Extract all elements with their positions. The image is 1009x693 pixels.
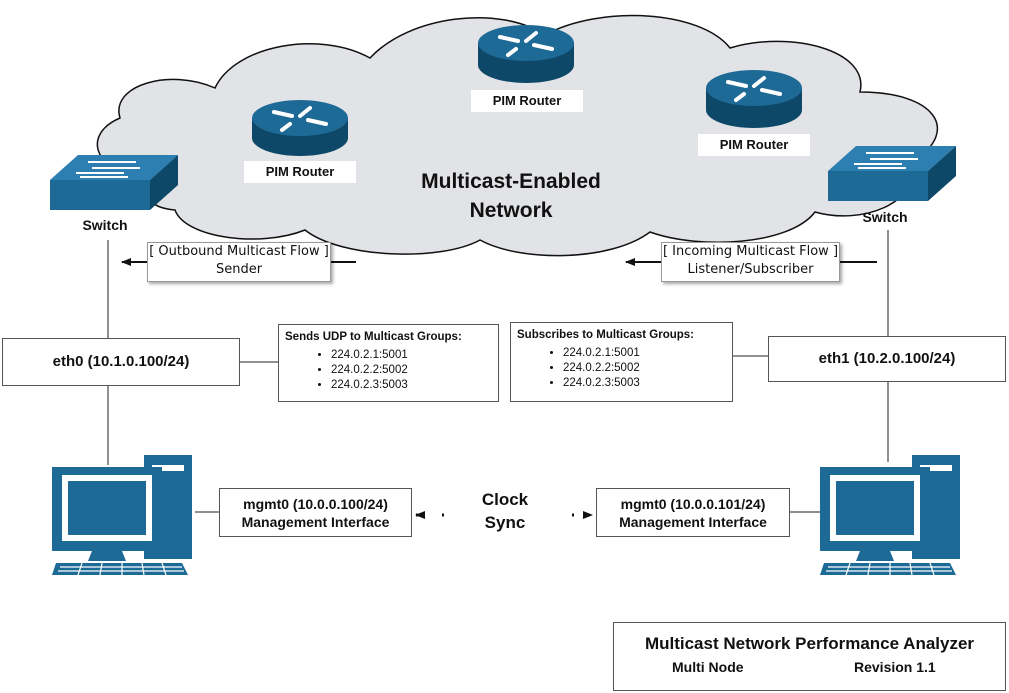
router-label: PIM Router xyxy=(471,90,583,112)
list-item: 224.0.2.1:5001 xyxy=(563,346,726,361)
title-block: Multicast Network Performance Analyzer M… xyxy=(613,622,1006,691)
router-icon xyxy=(252,100,348,156)
subscriber-groups-title: Subscribes to Multicast Groups: xyxy=(517,329,694,341)
diagram-subtitle-left: Multi Node xyxy=(672,659,744,675)
list-item: 224.0.2.3:5003 xyxy=(563,376,726,391)
computer-icon xyxy=(820,455,960,576)
diagram-title: Multicast Network Performance Analyzer xyxy=(644,634,975,653)
outbound-flow-label: [ Outbound Multicast Flow ] Sender xyxy=(147,242,331,282)
router-icon xyxy=(478,25,574,83)
outbound-flow-role: Sender xyxy=(215,262,263,277)
incoming-flow-title: [ Incoming Multicast Flow ] xyxy=(662,244,839,259)
eth0-interface-box: eth0 (10.1.0.100/24) xyxy=(2,338,240,386)
cloud-title-line2: Network xyxy=(469,199,553,222)
switch-icon xyxy=(828,146,956,201)
sender-groups-box: Sends UDP to Multicast Groups: 224.0.2.1… xyxy=(278,324,499,402)
left-switch-label: Switch xyxy=(82,217,128,233)
incoming-flow-label: [ Incoming Multicast Flow ] Listener/Sub… xyxy=(661,242,840,282)
list-item: 224.0.2.3:5003 xyxy=(331,378,492,393)
list-item: 224.0.2.2:5002 xyxy=(331,363,492,378)
eth1-interface-box: eth1 (10.2.0.100/24) xyxy=(768,336,1006,382)
router-label: PIM Router xyxy=(698,134,810,156)
right-switch-label: Switch xyxy=(862,209,908,225)
left-mgmt-description: Management Interface xyxy=(241,514,390,530)
sender-groups-title: Sends UDP to Multicast Groups: xyxy=(285,331,462,343)
outbound-flow-title: [ Outbound Multicast Flow ] xyxy=(149,244,329,259)
router-icon xyxy=(706,70,802,128)
router-label: PIM Router xyxy=(244,161,356,183)
sender-groups-list: 224.0.2.1:5001 224.0.2.2:5002 224.0.2.3:… xyxy=(285,348,492,393)
computer-icon xyxy=(52,455,192,576)
cloud-title-line1: Multicast-Enabled xyxy=(421,170,601,193)
left-mgmt-address: mgmt0 (10.0.0.100/24) xyxy=(243,496,388,512)
right-mgmt-description: Management Interface xyxy=(619,514,767,530)
switch-icon xyxy=(50,155,178,210)
clock-sync-label-line1: Clock xyxy=(460,490,550,510)
right-mgmt-address: mgmt0 (10.0.0.101/24) xyxy=(620,496,766,512)
subscriber-groups-box: Subscribes to Multicast Groups: 224.0.2.… xyxy=(510,322,733,402)
diagram-revision: Revision 1.1 xyxy=(854,659,936,675)
subscriber-groups-list: 224.0.2.1:5001 224.0.2.2:5002 224.0.2.3:… xyxy=(517,346,726,391)
list-item: 224.0.2.1:5001 xyxy=(331,348,492,363)
right-mgmt-interface-box: mgmt0 (10.0.0.101/24) Management Interfa… xyxy=(596,488,790,537)
list-item: 224.0.2.2:5002 xyxy=(563,361,726,376)
incoming-flow-role: Listener/Subscriber xyxy=(687,262,814,277)
left-mgmt-interface-box: mgmt0 (10.0.0.100/24) Management Interfa… xyxy=(219,488,412,537)
clock-sync-label-line2: Sync xyxy=(460,513,550,533)
